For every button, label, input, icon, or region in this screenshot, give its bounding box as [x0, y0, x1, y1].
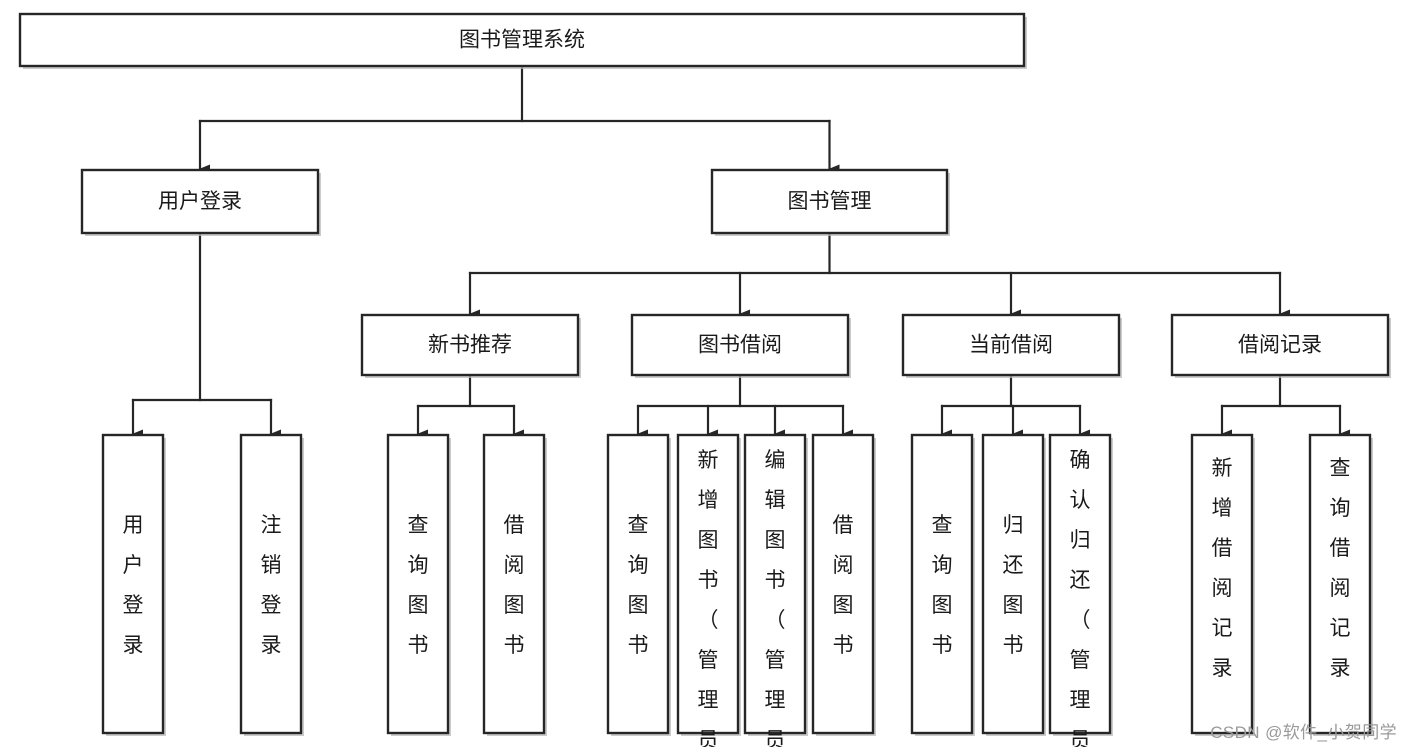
node-level2-1[interactable]: 用户登录 — [80, 168, 321, 236]
node-label: 查询图书 — [408, 514, 429, 657]
node-leaf-4[interactable]: 借阅图书 — [482, 433, 547, 736]
node-leaf-5[interactable]: 查询图书 — [606, 433, 671, 736]
node-label: 注销登录 — [261, 514, 282, 657]
node-leaf-2[interactable]: 注销登录 — [239, 433, 304, 736]
node-leaf-7[interactable]: 编辑图书（管理员） — [743, 433, 808, 747]
node-box[interactable] — [710, 168, 949, 235]
node-box[interactable] — [80, 168, 320, 235]
node-level3-2[interactable]: 图书借阅 — [630, 313, 851, 378]
node-level3-4[interactable]: 借阅记录 — [1170, 313, 1391, 378]
node-box[interactable] — [606, 433, 670, 735]
node-box[interactable] — [101, 433, 165, 735]
node-leaf-11[interactable]: 确认归还（管理员） — [1048, 433, 1113, 747]
node-box[interactable] — [676, 433, 740, 735]
node-box[interactable] — [1170, 313, 1390, 377]
node-label: 新书推荐 — [428, 334, 512, 357]
node-leaf-3[interactable]: 查询图书 — [386, 433, 451, 736]
node-leaf-12[interactable]: 新增借阅记录 — [1190, 433, 1255, 736]
node-level3-3[interactable]: 当前借阅 — [901, 313, 1122, 378]
node-box[interactable] — [811, 433, 875, 735]
node-box[interactable] — [386, 433, 450, 735]
node-box[interactable] — [1190, 433, 1254, 735]
node-label: 借阅图书 — [833, 514, 854, 657]
node-leaf-9[interactable]: 查询图书 — [910, 433, 975, 736]
node-leaf-13[interactable]: 查询借阅记录 — [1308, 433, 1373, 736]
node-label: 新增图书（管理员） — [698, 449, 719, 747]
node-box[interactable] — [901, 313, 1121, 377]
node-box[interactable] — [360, 313, 580, 377]
node-leaf-8[interactable]: 借阅图书 — [811, 433, 876, 736]
node-level2-2[interactable]: 图书管理 — [710, 168, 950, 236]
node-box[interactable] — [1048, 433, 1112, 735]
node-label: 确认归还（管理员） — [1070, 449, 1091, 747]
node-level3-1[interactable]: 新书推荐 — [360, 313, 581, 378]
nodes-layer: 图书管理系统用户登录图书管理新书推荐图书借阅当前借阅借阅记录用户登录注销登录查询… — [18, 12, 1391, 747]
node-label: 借阅图书 — [504, 514, 525, 657]
node-label: 图书管理系统 — [459, 29, 585, 52]
node-leaf-6[interactable]: 新增图书（管理员） — [676, 433, 741, 747]
node-root-1[interactable]: 图书管理系统 — [18, 12, 1027, 69]
node-box[interactable] — [743, 433, 807, 735]
node-label: 借阅记录 — [1238, 334, 1322, 357]
node-label: 用户登录 — [123, 514, 144, 657]
csdn-watermark: CSDN @软件_小贺同学 — [1210, 723, 1397, 742]
node-box[interactable] — [482, 433, 546, 735]
node-box[interactable] — [630, 313, 850, 377]
node-label: 图书借阅 — [698, 334, 782, 357]
node-box[interactable] — [910, 433, 974, 735]
node-label: 新增借阅记录 — [1212, 457, 1233, 680]
node-label: 查询图书 — [932, 514, 953, 657]
node-leaf-1[interactable]: 用户登录 — [101, 433, 166, 736]
node-label: 用户登录 — [158, 190, 242, 213]
node-label: 查询借阅记录 — [1330, 457, 1351, 680]
node-box[interactable] — [18, 12, 1026, 68]
node-label: 编辑图书（管理员） — [765, 449, 786, 747]
node-box[interactable] — [239, 433, 303, 735]
node-label: 归还图书 — [1003, 514, 1024, 657]
node-box[interactable] — [1308, 433, 1372, 735]
node-box[interactable] — [981, 433, 1045, 735]
node-label: 查询图书 — [628, 514, 649, 657]
node-leaf-10[interactable]: 归还图书 — [981, 433, 1046, 736]
node-label: 图书管理 — [788, 190, 872, 213]
node-label: 当前借阅 — [969, 334, 1053, 357]
edges-layer — [131, 64, 1350, 439]
